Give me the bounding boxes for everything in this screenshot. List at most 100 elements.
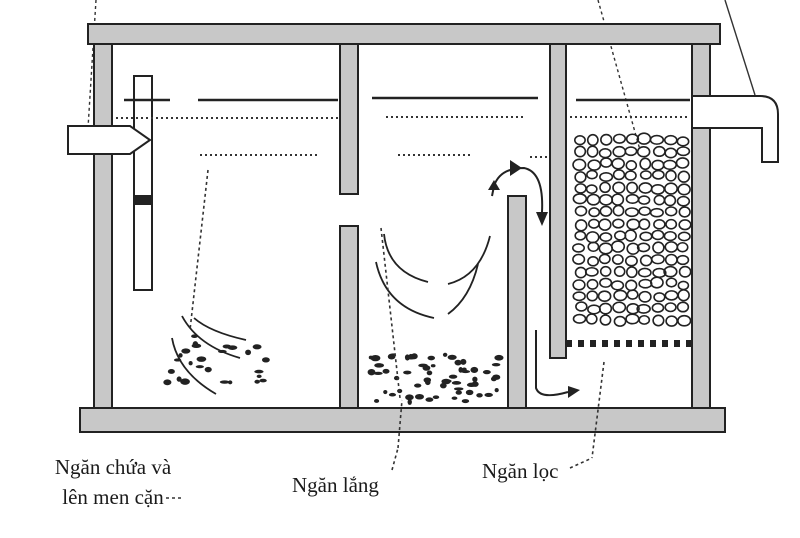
flow-curves-settling xyxy=(375,233,491,319)
sludge-particle xyxy=(494,354,504,361)
grate-slot xyxy=(674,340,680,347)
pebble xyxy=(599,232,613,243)
sludge-particle xyxy=(254,379,260,384)
pebble xyxy=(637,195,651,205)
pebble xyxy=(636,242,651,253)
sludge-particle xyxy=(383,389,388,395)
sludge-particle xyxy=(227,380,233,385)
pebble xyxy=(599,157,613,168)
pebble xyxy=(664,206,678,217)
sludge-particle xyxy=(470,366,479,373)
hanging-baffle xyxy=(549,43,567,359)
pebble xyxy=(574,145,587,158)
pebble xyxy=(664,182,678,195)
pebble xyxy=(598,147,612,159)
sludge-particle xyxy=(367,368,376,376)
sludge-particle xyxy=(195,365,204,369)
pebble xyxy=(625,313,640,325)
pebble xyxy=(611,254,624,265)
grate-slot xyxy=(578,340,584,347)
sludge-particle xyxy=(423,377,432,383)
pebble xyxy=(585,231,600,244)
pebble xyxy=(610,280,625,291)
pebble xyxy=(572,291,586,302)
sludge-particle xyxy=(482,370,491,375)
pebble xyxy=(587,241,600,253)
pebble xyxy=(651,229,665,241)
pebble xyxy=(610,240,626,253)
pebble xyxy=(598,302,613,315)
sludge-particle xyxy=(204,366,212,373)
pebble xyxy=(652,145,666,158)
pebble xyxy=(587,256,600,267)
sludge-particle xyxy=(374,399,380,403)
sludge-particle xyxy=(454,359,462,366)
pebble xyxy=(636,303,651,314)
pebble xyxy=(678,265,692,278)
sludge-particle xyxy=(422,365,431,371)
tank-bottom-slab xyxy=(79,407,726,433)
grate-slot xyxy=(602,340,608,347)
sludge-particle xyxy=(259,378,267,383)
pebble xyxy=(574,205,588,217)
sludge-particle xyxy=(461,367,467,373)
left-wall xyxy=(93,43,113,409)
pebble xyxy=(587,304,601,315)
pebble xyxy=(613,315,627,327)
label-storage-line1: Ngăn chứa và xyxy=(54,455,172,479)
pebble xyxy=(677,314,692,327)
pebble xyxy=(599,265,612,277)
pebble xyxy=(574,266,587,279)
pebble xyxy=(586,193,601,206)
pebble xyxy=(625,279,638,292)
pebble xyxy=(585,313,598,325)
sludge-settling-chamber xyxy=(367,352,504,405)
pebble xyxy=(572,279,586,291)
sludge-particle xyxy=(368,355,373,360)
pebble xyxy=(598,193,614,206)
sludge-particle xyxy=(403,370,412,375)
pebble xyxy=(586,145,599,158)
filter-grate xyxy=(566,340,692,347)
label-settling-chamber: Ngăn lắng xyxy=(292,473,379,497)
pebble xyxy=(626,289,639,300)
pebble xyxy=(598,218,612,231)
grate-slot xyxy=(614,340,620,347)
pebble xyxy=(675,157,690,169)
grate-slot xyxy=(662,340,668,347)
sludge-particle xyxy=(178,353,183,358)
sludge-particle xyxy=(430,364,436,368)
pebble xyxy=(626,218,641,231)
pebble xyxy=(663,134,678,146)
pebble xyxy=(638,290,652,303)
pebble xyxy=(612,133,627,144)
sludge-particle xyxy=(476,393,483,398)
pebble xyxy=(574,183,587,194)
sludge-particle xyxy=(451,396,458,400)
pebble xyxy=(587,159,602,171)
sludge-particle xyxy=(261,357,270,363)
top-leader-lines xyxy=(87,0,756,151)
grate-slot xyxy=(590,340,596,347)
pebble xyxy=(652,314,665,327)
sludge-particle xyxy=(256,374,262,379)
pebble xyxy=(613,230,627,241)
sludge-particle xyxy=(461,399,470,404)
pebble xyxy=(651,159,665,171)
pebble xyxy=(574,219,588,232)
sludge-particle xyxy=(453,387,464,391)
pebble xyxy=(599,314,612,326)
sludge-particle xyxy=(447,354,457,360)
pebble xyxy=(651,302,665,313)
pebble xyxy=(572,158,587,172)
sludge-particle xyxy=(492,374,501,380)
sludge-particle xyxy=(180,378,190,385)
pebble xyxy=(612,301,627,314)
sludge-particle xyxy=(455,390,462,395)
pebble xyxy=(573,135,586,146)
pebble xyxy=(572,243,585,253)
inlet-pipe xyxy=(67,75,153,291)
pebble xyxy=(676,241,689,253)
